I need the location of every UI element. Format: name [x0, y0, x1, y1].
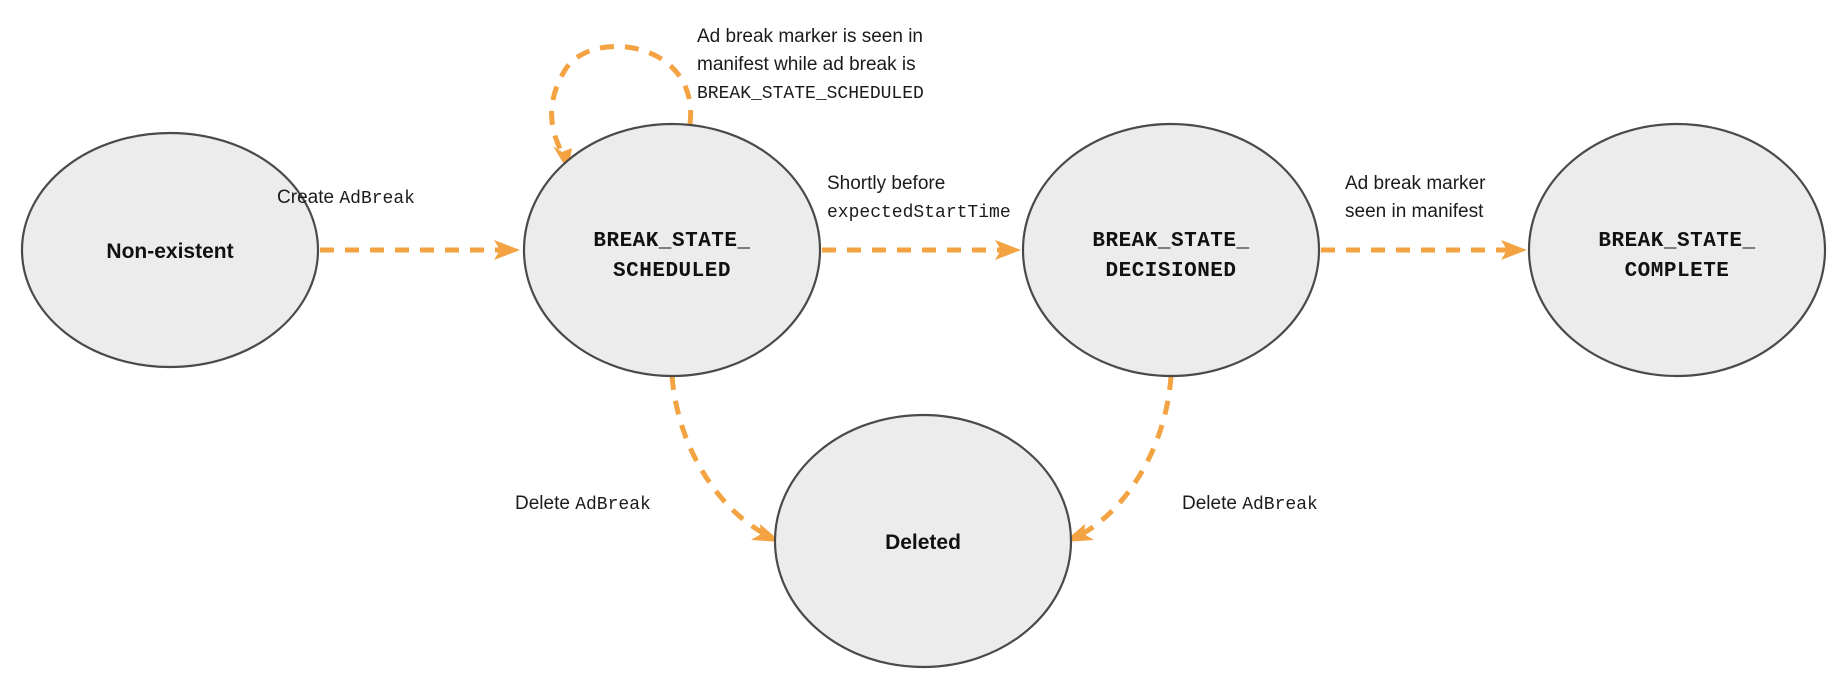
edge-scheduled-to-decisioned: [822, 240, 1021, 260]
edge-label-decisioned-to-deleted-sans: Delete: [1182, 493, 1242, 514]
edge-label-scheduled-to-decisioned-line2: expectedStartTime: [827, 203, 1011, 223]
arrowhead-decisioned-to-complete: [1501, 240, 1527, 260]
edge-label-scheduled-to-deleted-text: Delete AdBreak: [515, 493, 651, 515]
edge-label-create-adbreak-sans: Create: [277, 187, 339, 208]
node-label-deleted: Deleted: [885, 531, 961, 554]
node-label-break-state-complete-line2: COMPLETE: [1625, 260, 1730, 283]
edge-scheduled-to-deleted: [669, 375, 781, 542]
node-break-state-decisioned[interactable]: BREAK_STATE_ DECISIONED: [1021, 122, 1321, 378]
edge-label-scheduled-self-loop-line3: BREAK_STATE_SCHEDULED: [697, 84, 924, 104]
edge-path-decisioned-to-deleted: [1078, 375, 1174, 538]
node-non-existent[interactable]: Non-existent: [20, 131, 320, 369]
edge-label-scheduled-to-decisioned-line1: Shortly before: [827, 173, 945, 194]
node-shape-break-state-complete[interactable]: [1527, 122, 1827, 378]
node-label-break-state-scheduled-line1: BREAK_STATE_: [593, 230, 750, 253]
edge-label-create-adbreak-mono: AdBreak: [339, 189, 415, 209]
edge-label-scheduled-self-loop-line2: manifest while ad break is: [697, 54, 916, 75]
edge-path-scheduled-to-deleted: [669, 375, 767, 537]
edge-label-decisioned-to-deleted-mono: AdBreak: [1242, 495, 1318, 515]
node-deleted[interactable]: Deleted: [773, 413, 1073, 669]
edge-label-decisioned-to-deleted: Delete AdBreak: [1182, 493, 1318, 515]
edge-path-scheduled-self-loop: [549, 43, 694, 157]
node-label-break-state-complete-line1: BREAK_STATE_: [1598, 230, 1755, 253]
edge-label-decisioned-to-deleted-text: Delete AdBreak: [1182, 493, 1318, 515]
node-shape-non-existent[interactable]: [20, 131, 320, 369]
edge-create-adbreak: [320, 240, 520, 260]
edge-label-scheduled-to-deleted-sans: Delete: [515, 493, 575, 514]
edge-decisioned-to-deleted: [1064, 375, 1174, 542]
edge-label-decisioned-to-complete-line2: seen in manifest: [1345, 201, 1484, 222]
arrowhead-scheduled-to-decisioned: [995, 240, 1021, 260]
edge-decisioned-to-complete: [1321, 240, 1527, 260]
edge-label-scheduled-to-deleted-mono: AdBreak: [575, 495, 651, 515]
node-label-break-state-decisioned-line2: DECISIONED: [1105, 260, 1236, 283]
edge-label-scheduled-to-decisioned: Shortly before expectedStartTime: [827, 173, 1011, 223]
edge-label-decisioned-to-complete: Ad break marker seen in manifest: [1345, 173, 1486, 222]
edge-label-scheduled-self-loop: Ad break marker is seen in manifest whil…: [697, 26, 924, 104]
edge-label-create-adbreak-text: Create AdBreak: [277, 187, 415, 209]
node-label-break-state-decisioned-line1: BREAK_STATE_: [1092, 230, 1249, 253]
node-shape-break-state-scheduled[interactable]: [522, 122, 822, 378]
arrowhead-create-adbreak: [494, 240, 520, 260]
node-shape-break-state-decisioned[interactable]: [1021, 122, 1321, 378]
edge-label-scheduled-to-deleted: Delete AdBreak: [515, 493, 651, 515]
node-break-state-scheduled[interactable]: BREAK_STATE_ SCHEDULED: [522, 122, 822, 378]
node-label-non-existent: Non-existent: [106, 240, 233, 263]
node-break-state-complete[interactable]: BREAK_STATE_ COMPLETE: [1527, 122, 1827, 378]
node-shape-deleted[interactable]: [773, 413, 1073, 669]
node-label-break-state-scheduled-line2: SCHEDULED: [613, 260, 731, 283]
edge-label-decisioned-to-complete-line1: Ad break marker: [1345, 173, 1486, 194]
edge-label-create-adbreak: Create AdBreak: [277, 187, 415, 209]
arrowhead-scheduled-to-deleted: [751, 524, 781, 542]
edge-label-scheduled-self-loop-line1: Ad break marker is seen in: [697, 26, 923, 47]
